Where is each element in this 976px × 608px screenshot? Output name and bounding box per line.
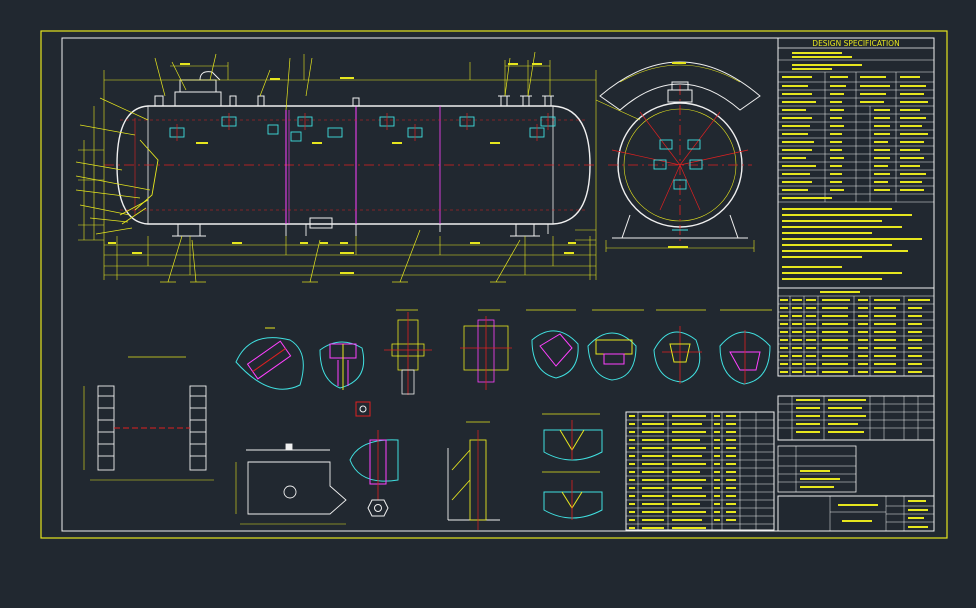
weld-detail-b: [543, 480, 603, 520]
parts-list-table: [625, 411, 775, 531]
detail-view-7: [653, 326, 702, 384]
detail-view-6: [587, 332, 637, 381]
detail-view-2: [319, 341, 365, 390]
main-dimension-lines: [78, 54, 597, 280]
design-spec-table: DESIGN SPECIFICATION: [777, 37, 935, 289]
leader-lines: [75, 51, 536, 283]
flange-symbol: [355, 401, 371, 417]
stiffener-detail: [447, 430, 500, 530]
detail-view-5: [531, 330, 579, 379]
dimension-text-marks: [108, 63, 576, 274]
ladder-detail: [83, 385, 214, 481]
detail-view-4: [460, 316, 512, 390]
spec-title: DESIGN SPECIFICATION: [812, 39, 899, 48]
outer-border: [40, 30, 948, 539]
bracket-detail: [349, 430, 399, 517]
detail-view-3: [384, 312, 432, 395]
vessel-end-view: [595, 61, 761, 252]
vessel-side-view: [104, 71, 596, 237]
weld-detail-a: [543, 420, 603, 461]
reference-table: [777, 395, 935, 493]
title-block: [777, 495, 935, 532]
detail-view-1: [235, 327, 304, 390]
detail-header-marks: [128, 309, 772, 473]
detail-view-8: [719, 330, 771, 385]
nozzle-table: [777, 287, 935, 377]
plate-detail: [235, 443, 347, 525]
